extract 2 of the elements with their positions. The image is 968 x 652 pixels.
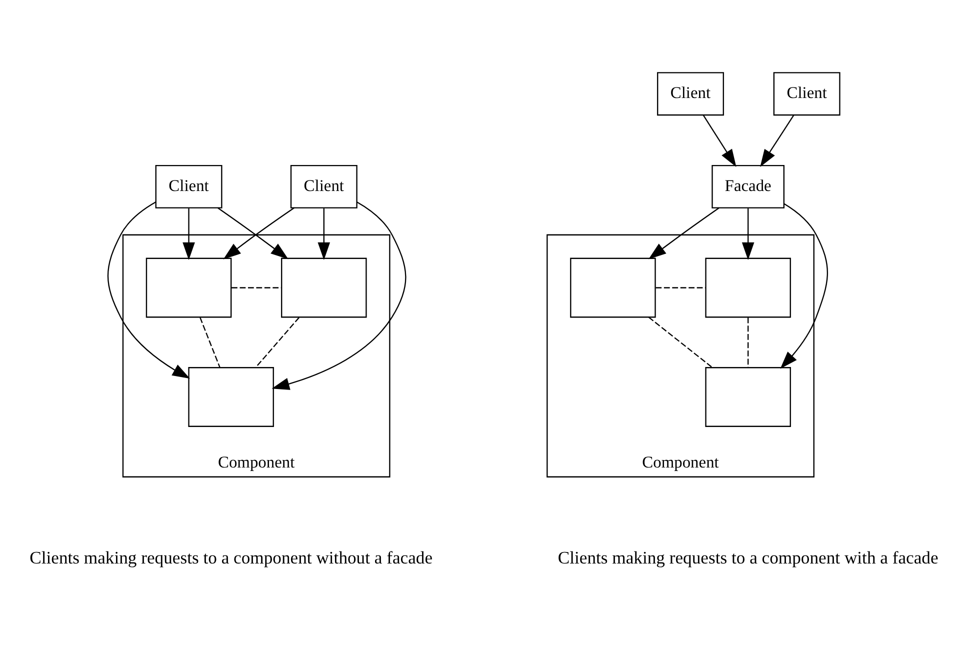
label: Clients making requests to a component without a facade [30, 546, 433, 567]
label: Clients making requests to a component with a facade [558, 546, 938, 567]
